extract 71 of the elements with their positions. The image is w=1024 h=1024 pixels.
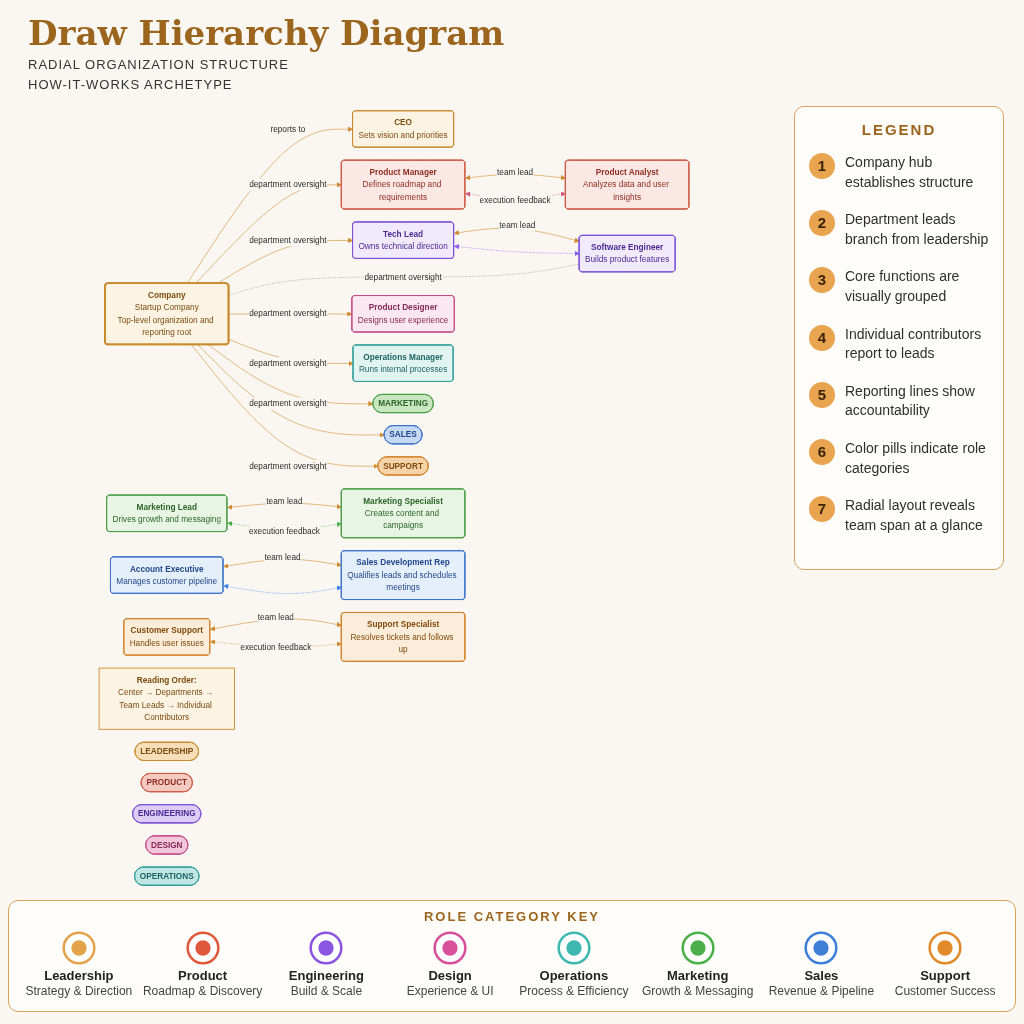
category-name: Support — [920, 968, 971, 983]
number-badge: 6 — [809, 438, 835, 465]
number-badge: 2 — [809, 210, 835, 237]
edge-label: department oversight — [249, 397, 327, 410]
edge-label: department oversight — [364, 270, 442, 284]
number-badge: 1 — [809, 153, 835, 179]
department-pill: SALES — [383, 425, 423, 445]
department-pill: PRODUCT — [140, 773, 193, 793]
edge-label: team lead — [264, 550, 301, 564]
category-description: Build & Scale — [290, 984, 363, 998]
category-name: Marketing — [666, 968, 729, 983]
role-card: CEO Sets vision and priorities — [352, 110, 455, 148]
legend-note: Color pills indicate role categories — [845, 438, 987, 478]
note-box: Reading Order: Center → Departments → Team Leads → Individual Contributors — [98, 667, 235, 730]
department-pill: MARKETING — [372, 393, 434, 414]
key-heading: ROLE CATEGORY KEY — [423, 909, 601, 924]
category-name: Design — [428, 968, 472, 983]
role-card: Customer Support Handles user issues — [123, 618, 211, 656]
number-badge: 7 — [809, 496, 835, 523]
department-pill: SUPPORT — [377, 456, 429, 476]
number-badge: 4 — [809, 324, 835, 351]
category-name: Leadership — [44, 968, 114, 983]
edge-label: team lead — [497, 166, 534, 179]
category-name: Product — [178, 968, 228, 983]
department-pill: OPERATIONS — [134, 866, 200, 886]
edge-label: team lead — [266, 495, 303, 508]
role-card: Support Specialist Resolves tickets and follows up — [340, 612, 466, 662]
department-pill: ENGINEERING — [132, 804, 202, 824]
title: Draw Hierarchy Diagram — [28, 14, 505, 54]
category-name: Sales — [804, 968, 839, 983]
edge-label: department oversight — [249, 307, 327, 320]
number-badge: 5 — [809, 381, 835, 408]
role-card: Sales Development Rep Qualifies leads and schedules meetings — [340, 550, 466, 600]
category-description: Strategy & Direction — [25, 984, 133, 998]
category-description: Experience & UI — [406, 984, 494, 998]
legend-heading: LEGEND — [861, 121, 937, 138]
department-pill: DESIGN — [145, 835, 189, 855]
edge-label: team lead — [257, 611, 294, 624]
edge-label: department oversight — [249, 459, 327, 473]
role-card: Product Manager Defines roadmap and requirements — [340, 159, 466, 210]
category-description: Growth & Messaging — [641, 984, 754, 998]
edge-label: team lead — [499, 218, 536, 232]
subtitle: RADIAL ORGANIZATION STRUCTURE — [28, 57, 289, 73]
subtitle: HOW-IT-WORKS ARCHETYPE — [28, 77, 233, 93]
role-card: Tech Lead Owns technical direction — [352, 221, 455, 259]
hub-card: Company Startup Company Top-level organization and reporting root — [104, 282, 230, 346]
edge-label: department oversight — [249, 178, 327, 191]
edge-label: department oversight — [249, 234, 327, 247]
role-card: Marketing Specialist Creates content and campaigns — [340, 488, 466, 539]
department-pill: LEADERSHIP — [134, 741, 199, 761]
legend-note: Department leads branch from leadership — [845, 210, 989, 249]
role-card: Software Engineer Builds product features — [578, 234, 676, 273]
legend-note: Reporting lines show accountability — [845, 381, 976, 421]
role-card: Product Analyst Analyzes data and user insights — [564, 159, 690, 210]
role-card: Marketing Lead Drives growth and messaging — [106, 494, 228, 532]
legend-note: Individual contributors report to leads — [845, 324, 983, 364]
category-name: Engineering — [288, 968, 364, 983]
edge-label: department oversight — [249, 357, 327, 370]
legend-note: Company hub establishes structure — [845, 153, 975, 192]
dashed-arrow — [453, 244, 580, 257]
category-description: Roadmap & Discovery — [142, 984, 263, 998]
legend-note: Core functions are visually grouped — [845, 267, 961, 306]
category-description: Customer Success — [894, 984, 996, 998]
role-card: Account Executive Manages customer pipeline — [110, 556, 224, 594]
category-description: Process & Efficiency — [519, 984, 629, 998]
number-badge: 3 — [809, 267, 835, 294]
legend-note: Radial layout reveals team span at a glance — [845, 496, 984, 535]
role-card: Operations Manager Runs internal processes — [352, 344, 454, 382]
role-card: Product Designer Designs user experience — [351, 295, 455, 333]
category-name: Operations — [539, 968, 609, 983]
category-description: Revenue & Pipeline — [768, 984, 875, 998]
